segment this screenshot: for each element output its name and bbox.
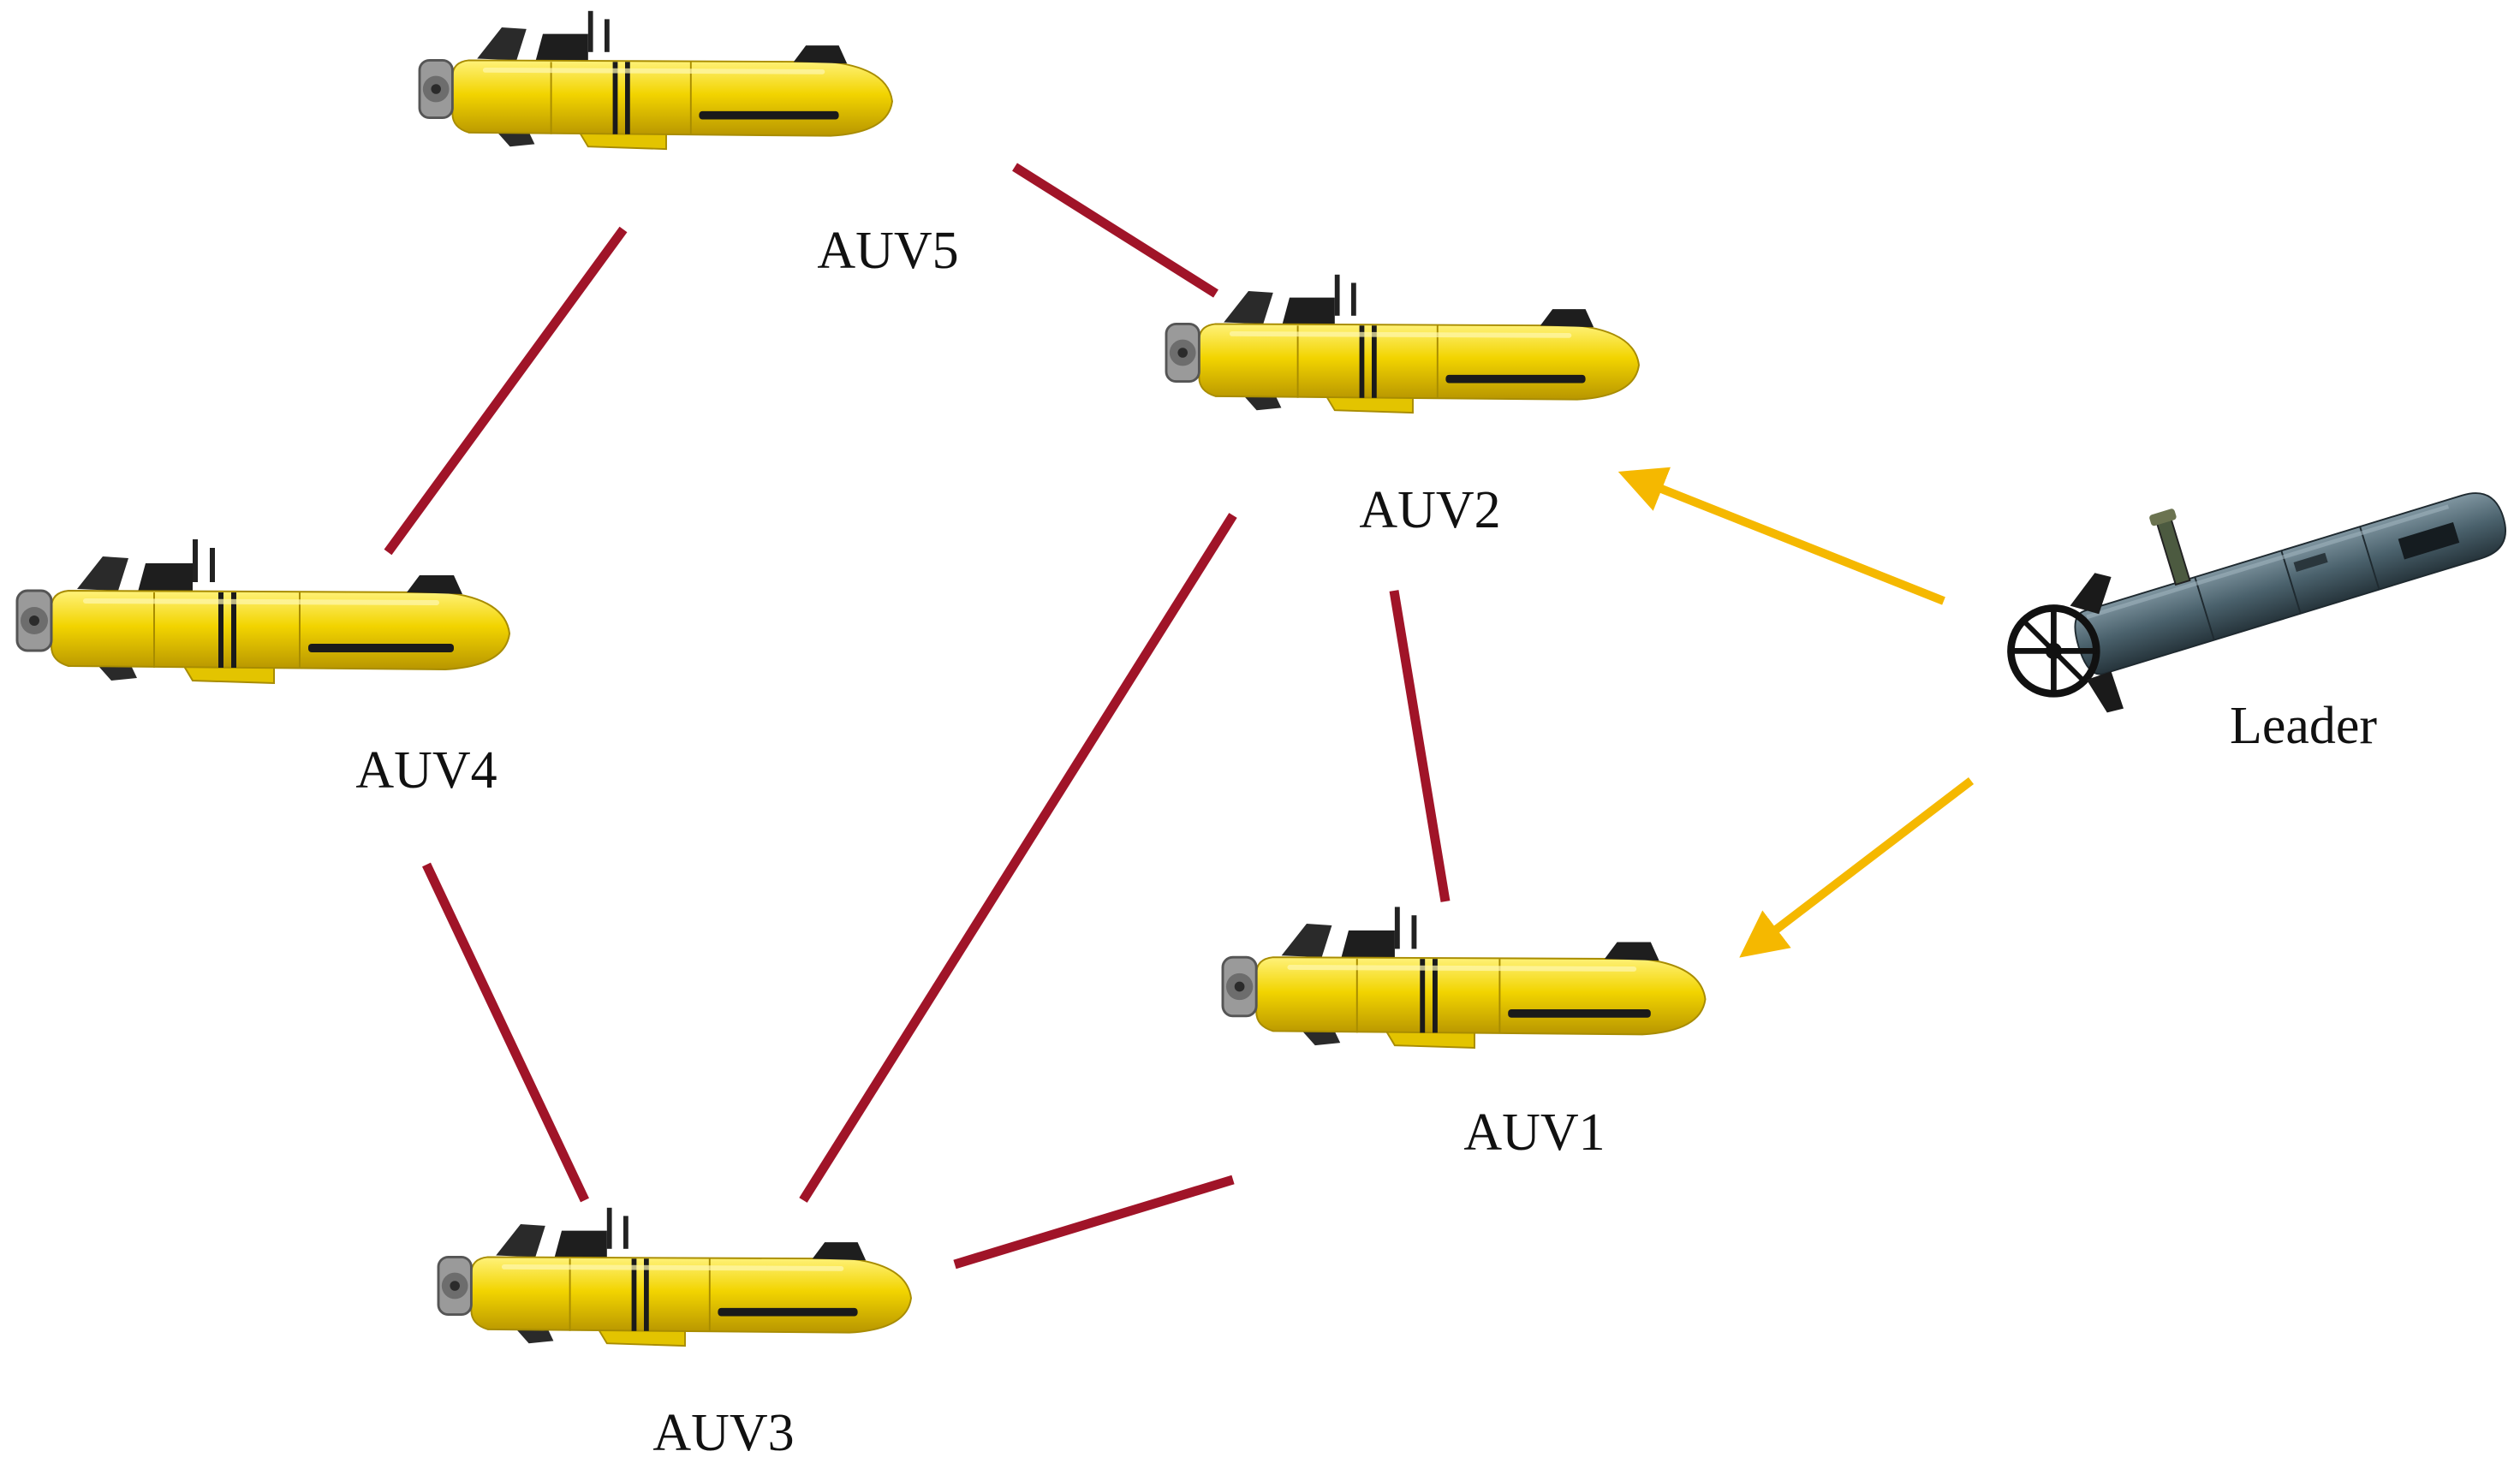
auv4-label: AUV4	[355, 741, 497, 800]
link-auv5-auv2	[1012, 163, 1218, 298]
link-auv2-auv1	[1389, 590, 1451, 902]
auv3-label: AUV3	[652, 1404, 794, 1462]
auv2-label: AUV2	[1359, 481, 1500, 539]
auv3-node: AUV3	[438, 1208, 911, 1462]
auv5-label: AUV5	[817, 222, 958, 280]
link-auv5-auv4	[384, 226, 628, 556]
leader-node: Leader	[2011, 417, 2512, 755]
auv5-node: AUV5	[420, 11, 959, 280]
auv4-node: AUV4	[17, 539, 509, 800]
link-auv1-auv3	[953, 1175, 1235, 1270]
auv2-node: AUV2	[1166, 275, 1639, 539]
arrow-leader-auv2	[1617, 467, 1945, 605]
auv1-label: AUV1	[1463, 1103, 1605, 1162]
arrow-leader-auv1	[1739, 777, 1975, 958]
link-auv4-auv3	[422, 862, 589, 1203]
links-layer	[384, 163, 1975, 1270]
auv1-node: AUV1	[1223, 907, 1706, 1162]
leader-label: Leader	[2230, 697, 2377, 755]
link-auv2-auv3	[799, 513, 1237, 1203]
